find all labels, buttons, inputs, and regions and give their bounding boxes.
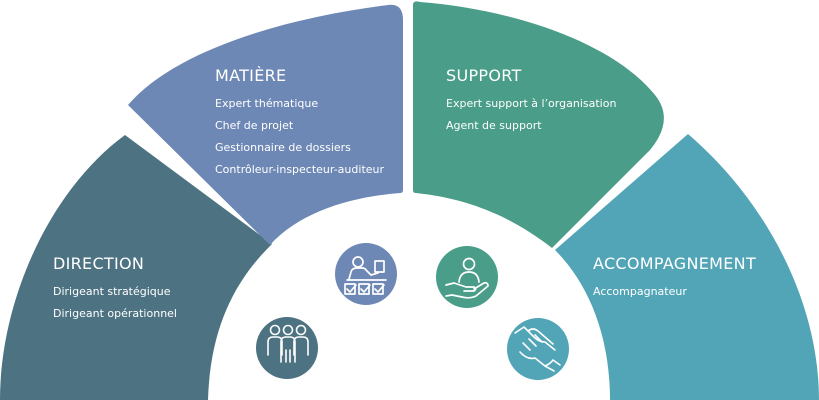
direction-roles: Dirigeant stratégique Dirigeant opératio… [53, 281, 177, 325]
role-item: Chef de projet [215, 119, 294, 132]
role-item: Agent de support [446, 119, 542, 132]
direction-title: DIRECTION [53, 254, 145, 273]
accompagnement-segment [555, 134, 819, 400]
direction-block: DIRECTION Dirigeant stratégique Dirigean… [53, 254, 177, 325]
accompagnement-icon-circle [507, 318, 569, 380]
matiere-segment [128, 4, 403, 245]
direction-segment [0, 135, 272, 400]
role-item: Gestionnaire de dossiers [215, 141, 351, 154]
matiere-title: MATIÈRE [215, 66, 287, 85]
role-item: Dirigeant opérationnel [53, 307, 177, 320]
support-title: SUPPORT [446, 66, 522, 85]
hand-holding-person-icon [436, 246, 498, 308]
handshake-icon [507, 318, 569, 380]
role-item: Expert support à l’organisation [446, 97, 617, 110]
accompagnement-title: ACCOMPAGNEMENT [593, 254, 757, 273]
matiere-roles: Expert thématique Chef de projet Gestion… [215, 93, 384, 181]
support-roles: Expert support à l’organisation Agent de… [446, 93, 616, 137]
role-item: Dirigeant stratégique [53, 285, 171, 298]
role-item: Contrôleur-inspecteur-auditeur [215, 163, 385, 176]
accompagnement-roles: Accompagnateur [593, 281, 756, 303]
matiere-icon-circle [335, 243, 397, 305]
role-item: Expert thématique [215, 97, 319, 110]
support-segment [413, 1, 664, 248]
support-icon-circle [436, 246, 498, 308]
person-at-desk-checklist-icon [335, 243, 397, 305]
group-people-icon [256, 317, 318, 379]
role-item: Accompagnateur [593, 285, 687, 298]
matiere-block: MATIÈRE Expert thématique Chef de projet… [215, 66, 384, 181]
accompagnement-block: ACCOMPAGNEMENT Accompagnateur [593, 254, 756, 303]
support-block: SUPPORT Expert support à l’organisation … [446, 66, 616, 137]
